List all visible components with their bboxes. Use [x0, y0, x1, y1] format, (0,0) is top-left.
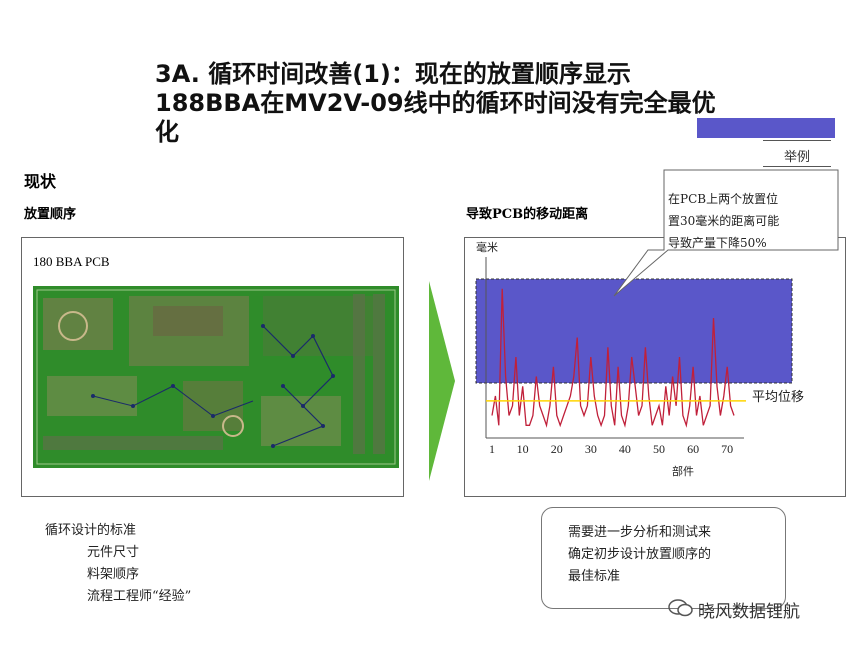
- x-tick-label: 1: [489, 442, 495, 456]
- callout-line: 在PCB上两个放置位: [668, 192, 779, 206]
- x-tick-label: 40: [619, 442, 631, 456]
- title-accent-bar: [697, 118, 835, 138]
- target-band: [475, 278, 793, 384]
- criteria-list: 循环设计的标准 元件尺寸 料架顺序 流程工程师“经验”: [45, 520, 191, 608]
- callout-bubble: [613, 169, 839, 297]
- note-box: [541, 507, 786, 609]
- criteria-item: 流程工程师“经验”: [87, 589, 192, 604]
- tag-divider-bottom: [763, 166, 831, 167]
- move-distance-heading: 导致PCB的移动距离: [466, 207, 589, 222]
- x-tick-label: 50: [653, 442, 665, 456]
- x-axis-label: 部件: [672, 464, 694, 478]
- note-line: 确定初步设计放置顺序的: [568, 547, 712, 562]
- note-text: 需要进一步分析和测试来 确定初步设计放置顺序的 最佳标准: [568, 522, 778, 588]
- average-label: 平均位移: [752, 390, 804, 405]
- criteria-item: 元件尺寸: [87, 545, 140, 560]
- watermark-text: 晓风数据锂航: [698, 602, 800, 622]
- title-line-2: 188BBA在MV2V-09线中的循环时间没有完全最优: [155, 89, 716, 117]
- transition-arrow-icon: [429, 281, 455, 481]
- title-line-3: 化: [155, 118, 179, 146]
- x-tick-label: 70: [721, 442, 733, 456]
- example-tag: 举例: [783, 150, 810, 165]
- x-tick-label: 10: [517, 442, 529, 456]
- criteria-item: 料架顺序: [87, 567, 140, 582]
- pcb-board-image: [33, 286, 399, 468]
- tag-divider-top: [763, 140, 831, 141]
- note-line: 需要进一步分析和测试来: [568, 525, 712, 540]
- callout-line: 置30毫米的距离可能: [668, 214, 780, 228]
- title-line-1: 3A. 循环时间改善(1)：现在的放置顺序显示: [155, 60, 631, 88]
- page-title: 3A. 循环时间改善(1)：现在的放置顺序显示 188BBA在MV2V-09线中…: [155, 60, 845, 147]
- callout-line: 导致产量下降50%: [668, 236, 767, 250]
- note-line: 最佳标准: [568, 569, 621, 584]
- y-axis-label: 毫米: [476, 240, 498, 254]
- x-tick-label: 60: [687, 442, 699, 456]
- wechat-icon: [668, 599, 693, 617]
- callout-text: 在PCB上两个放置位 置30毫米的距离可能 导致产量下降50%: [668, 188, 840, 254]
- x-tick-label: 30: [585, 442, 597, 456]
- placement-order-heading: 放置顺序: [24, 207, 77, 222]
- series-line: [491, 288, 735, 428]
- criteria-heading: 循环设计的标准: [45, 523, 137, 538]
- displacement-chart: 毫米 1 10 20 30 40 50 60 70 平均位移 部件: [475, 240, 804, 478]
- status-heading: 现状: [24, 172, 57, 191]
- pcb-label: 180 BBA PCB: [33, 254, 110, 269]
- x-tick-label: 20: [551, 442, 563, 456]
